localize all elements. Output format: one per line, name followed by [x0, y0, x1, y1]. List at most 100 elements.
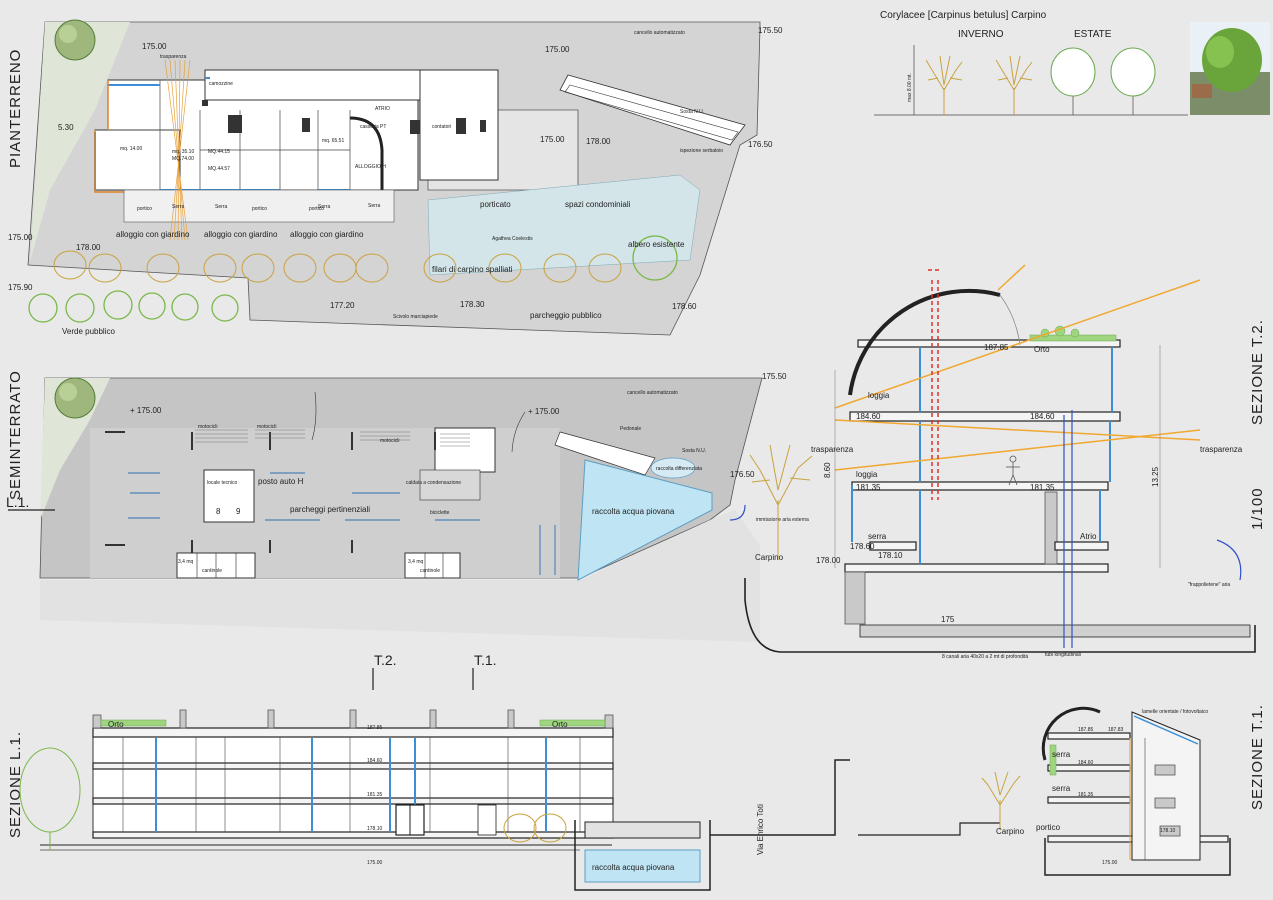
carpino-label: Carpino [996, 827, 1025, 836]
level-label: 187.85 [984, 343, 1009, 352]
area-label: mq. 65.51 [322, 138, 344, 144]
level-label: 175.90 [8, 283, 33, 292]
carpino-label: Carpino [755, 553, 784, 562]
portico-label: portico [309, 206, 324, 212]
serra-label: Serra [215, 204, 227, 210]
loggia-label: loggia [868, 391, 890, 400]
ground-floor-plan: 175.00 trasparenza 175.00 175.50 cancell… [8, 19, 783, 336]
level-label: 181.35 [367, 792, 383, 798]
immissione-label: immissione aria esterna [756, 517, 809, 523]
lamelle-label: lamelle orientate / fotovoltaico [1142, 709, 1208, 715]
carpino-tree-icon [749, 444, 813, 560]
area-label: MQ.44.15 [208, 149, 230, 155]
level-label: 178.10 [878, 551, 903, 560]
garden-label: alloggio con giardino [290, 230, 364, 239]
level-label: 187.83 [1108, 727, 1124, 733]
tubi-label: tubi longitudinali [1045, 652, 1081, 658]
trasparenza-label: trasparenza [1200, 445, 1243, 454]
moto-label: motocicli [380, 438, 399, 444]
existing-tree-icon [54, 19, 96, 61]
serra-label: serra [868, 532, 887, 541]
basement-plan: L.1. + 175.00 + 175.00 175.50 176.50 mot… [6, 372, 809, 642]
existing-tree-icon [54, 377, 96, 419]
person-icon [1006, 455, 1020, 486]
pedonale-label: Pedonale [620, 426, 641, 432]
level-label: 175 [941, 615, 955, 624]
locale-label: locale tecnico [207, 480, 238, 486]
level-label: + 175.00 [528, 407, 560, 416]
level-label: 181.35 [856, 483, 881, 492]
caldaia-label: caldaia a condensazione [406, 480, 461, 486]
atrio-label: Atrio [1080, 532, 1097, 541]
title-pianterreno: PIANTERRENO [7, 49, 24, 168]
tree-legend: Corylacee [Carpinus betulus] Carpino INV… [874, 10, 1270, 116]
level-label: 175.00 [1102, 860, 1118, 866]
level-label: 175.00 [367, 860, 383, 866]
level-label: 178.60 [850, 542, 875, 551]
hedge-row [53, 250, 622, 283]
sosta-label: Sosta N.U. [680, 109, 704, 115]
orto-label: Orto [552, 720, 568, 729]
level-label: 187.85 [1078, 727, 1094, 733]
rainwater-tank [577, 459, 713, 581]
carpino-tree-icon [981, 771, 1021, 830]
level-label: 178.10 [1160, 828, 1176, 834]
area-label: MQ.44.57 [208, 166, 230, 172]
level-label: 175.00 [540, 135, 565, 144]
serra-label: serra [1052, 784, 1071, 793]
area-label: MQ.74.00 [172, 156, 194, 162]
polietilene-label: "frappolietene" aria [1188, 582, 1230, 588]
level-label: 181.35 [1078, 792, 1094, 798]
level-label: 187.85 [367, 725, 383, 731]
height-label: max 8.00 mt. [907, 73, 913, 102]
area-label: 3,4 mq [178, 559, 194, 565]
cantinole-label: cantinole [202, 568, 222, 574]
posto-label: posto auto H [258, 477, 304, 486]
level-label: 177.20 [330, 301, 355, 310]
section-marker-l1: L.1. [6, 494, 55, 511]
serra-label: Serra [318, 204, 330, 210]
height-label: 8.60 [823, 462, 832, 478]
parcheggi-label: parcheggi pertinenziali [290, 505, 370, 514]
level-label: 184.60 [856, 412, 881, 421]
porticato-label: porticato [480, 200, 511, 209]
serra-label: serra [1052, 750, 1071, 759]
tree-label: albero esistente [628, 240, 685, 249]
gate-label: cancello automatizzato [627, 390, 678, 396]
summer-label: ESTATE [1074, 29, 1112, 40]
winter-tree-icon [995, 55, 1033, 115]
garden-label: alloggio con giardino [204, 230, 278, 239]
summer-tree-icon [1050, 47, 1096, 115]
plant-label: Agathea Coelestis [492, 236, 533, 242]
portico-label: portico [1036, 823, 1061, 832]
title-sezione-t2: SEZIONE T.2. [1249, 319, 1266, 425]
stall-number: 9 [236, 507, 241, 516]
verde-label: Verde pubblico [62, 327, 115, 336]
level-label: 175.00 [545, 45, 570, 54]
level-label: 184.60 [1078, 760, 1094, 766]
level-label: 176.50 [748, 140, 773, 149]
street-label: Via Enrico Toti [756, 804, 765, 855]
biciclette-label: biciclette [430, 510, 450, 516]
serra-label: Serra [172, 204, 184, 210]
level-label: + 175.00 [130, 406, 162, 415]
level-label: 178.60 [672, 302, 697, 311]
raccolta-label: raccolta acqua piovana [592, 863, 675, 872]
title-sezione-t1: SEZIONE T.1. [1249, 704, 1266, 810]
deciduous-tree-icon [19, 747, 81, 850]
spazi-label: spazi condominiali [565, 200, 631, 209]
orto-label: Orto [108, 720, 124, 729]
cantinole-label: cantinole [420, 568, 440, 574]
section-marker-label: T.1. [474, 652, 497, 668]
area-label: mq. 14.00 [120, 146, 142, 152]
moto-label: motocicli [198, 424, 217, 430]
atrio-label: ATRIO [375, 106, 390, 112]
title-seminterrato: SEMINTERRATO [7, 370, 24, 500]
tree-photo [1190, 22, 1270, 115]
portico-label: portico [137, 206, 152, 212]
section-l1: Orto Orto 187.85 184.60 181.35 178.10 17… [19, 709, 850, 891]
winter-tree-icon [925, 55, 963, 115]
level-label: 175.00 [142, 42, 167, 51]
section-marker-label: L.1. [6, 494, 29, 510]
